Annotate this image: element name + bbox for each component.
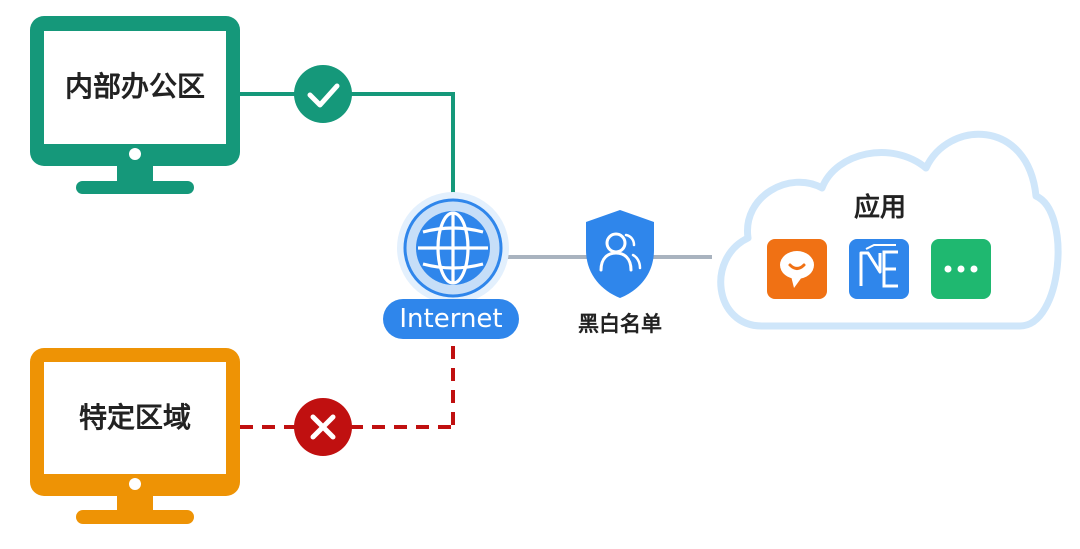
blocked-connection: [240, 346, 455, 429]
more-dots-icon: [931, 239, 991, 299]
ne-logo-icon: [849, 239, 909, 299]
speech-bubble-icon: [767, 239, 827, 299]
x-icon: [294, 398, 352, 456]
cloud-label: 应用: [854, 192, 906, 223]
check-icon: [294, 65, 352, 123]
internet-label: Internet: [399, 304, 502, 334]
office-label: 内部办公区: [65, 70, 205, 103]
office-monitor-icon: [30, 16, 240, 194]
specific-area-monitor-icon: [30, 348, 240, 524]
whitelist-label: 黑白名单: [578, 312, 662, 336]
internet-pill: [383, 299, 519, 339]
globe-icon: [397, 192, 509, 304]
shield-user-icon: [586, 210, 654, 298]
specific-area-label: 特定区域: [79, 401, 191, 434]
